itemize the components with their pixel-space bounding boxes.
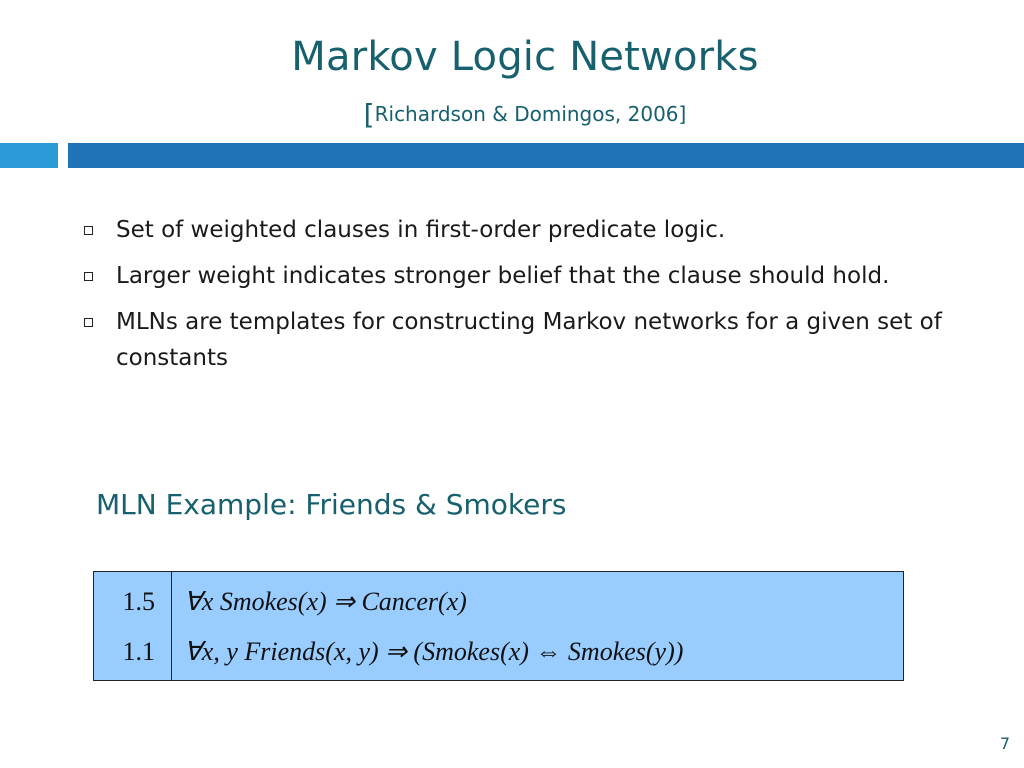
bullet-item: Set of weighted clauses in first-order p… xyxy=(82,212,962,248)
page-number: 7 xyxy=(999,734,1010,753)
weight-cell: 1.5 xyxy=(122,587,156,616)
weights-column: 1.5 1.1 xyxy=(94,572,172,680)
slide-title: Markov Logic Networks xyxy=(291,34,759,80)
weight-cell: 1.1 xyxy=(122,637,156,666)
bullet-list: Set of weighted clauses in first-order p… xyxy=(82,212,962,386)
formulas-column: ∀x Smokes(x) ⇒ Cancer(x) ∀x, y Friends(x… xyxy=(172,572,903,680)
mln-weights-table: 1.5 1.1 ∀x Smokes(x) ⇒ Cancer(x) ∀x, y F… xyxy=(93,571,904,681)
bullet-text: Set of weighted clauses in first-order p… xyxy=(116,217,726,243)
header-bar xyxy=(68,143,1024,168)
header-bar-accent xyxy=(0,143,58,168)
square-bullet-icon xyxy=(84,272,93,281)
citation-open-bracket: [ xyxy=(363,98,375,131)
citation: [Richardson & Domingos, 2006] xyxy=(0,98,1024,131)
formula-cell: ∀x Smokes(x) ⇒ Cancer(x) xyxy=(184,587,467,616)
bullet-item: Larger weight indicates stronger belief … xyxy=(82,258,962,294)
square-bullet-icon xyxy=(84,226,93,235)
bullet-text: Larger weight indicates stronger belief … xyxy=(116,263,890,289)
citation-text: Richardson & Domingos, 2006] xyxy=(374,102,687,126)
bullet-text: MLNs are templates for constructing Mark… xyxy=(116,309,942,371)
square-bullet-icon xyxy=(84,318,93,327)
bullet-item: MLNs are templates for constructing Mark… xyxy=(82,304,962,376)
formula-cell: ∀x, y Friends(x, y) ⇒ (Smokes(x) ⇔ Smoke… xyxy=(184,637,684,666)
example-heading: MLN Example: Friends & Smokers xyxy=(96,488,567,521)
